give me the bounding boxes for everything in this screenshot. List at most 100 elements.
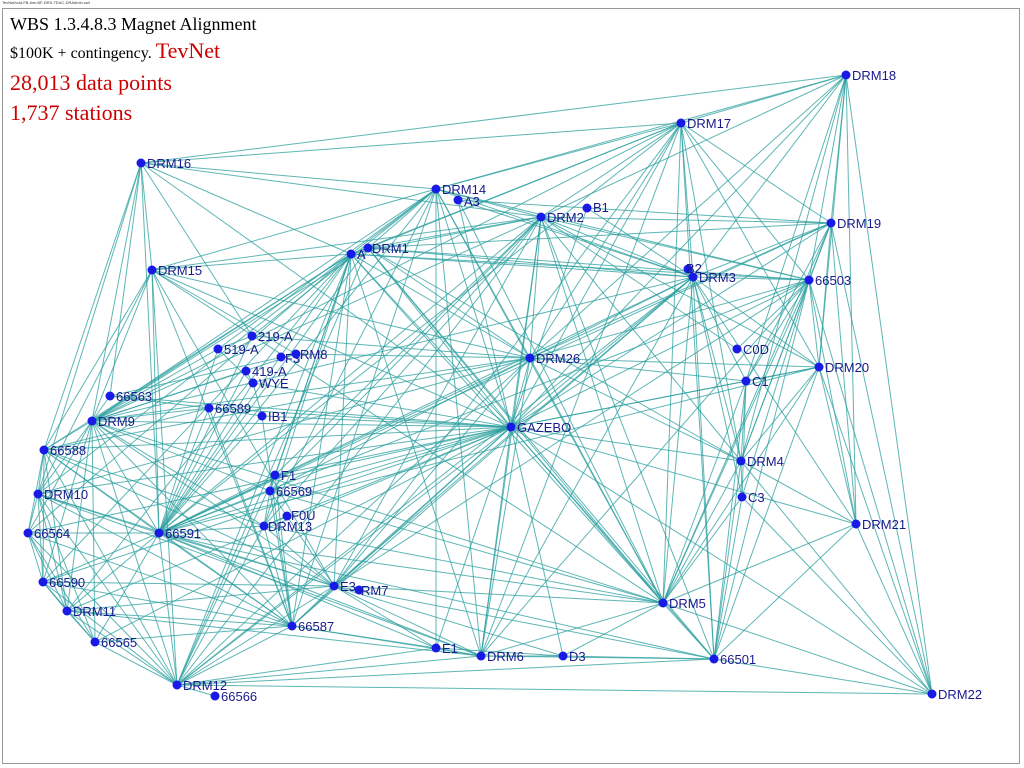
edge: [158, 532, 664, 604]
edge: [91, 269, 153, 422]
edge: [367, 122, 682, 249]
station-marker: [282, 511, 292, 521]
station-marker: [688, 272, 698, 282]
edge: [333, 585, 437, 649]
station-marker: [741, 376, 751, 386]
edge: [291, 276, 694, 627]
edge: [37, 493, 96, 643]
station-marker: [257, 411, 267, 421]
station-label: C3: [748, 490, 765, 505]
edge: [91, 420, 160, 534]
station-marker: [265, 486, 275, 496]
station-marker: [39, 445, 49, 455]
station-node-drm26: DRM26: [525, 351, 580, 366]
edge: [269, 357, 531, 492]
station-node-a: A: [346, 247, 366, 262]
edge: [263, 426, 512, 527]
stations-count: 1,737 stations: [10, 100, 133, 125]
station-node-drm5: DRM5: [658, 596, 706, 611]
edge: [66, 532, 160, 612]
edge: [740, 460, 743, 498]
edge: [808, 279, 820, 368]
station-node-drm16: DRM16: [136, 156, 191, 171]
edge: [91, 276, 694, 422]
station-node-wye: WYE: [248, 376, 289, 391]
edge: [680, 122, 810, 281]
edge: [176, 655, 482, 686]
station-label: DRM2: [547, 210, 584, 225]
station-node-b2: B2: [683, 261, 702, 276]
station-marker: [204, 403, 214, 413]
slide-frame: [2, 8, 1020, 764]
edge: [66, 610, 178, 686]
edge: [274, 216, 542, 476]
tevnet-label: TevNet: [155, 38, 221, 63]
file-caption: TevNet/cdd-FB-line-BF-DRS-TEAC-DRAdmin.c…: [2, 0, 90, 5]
station-marker: [841, 70, 851, 80]
station-label: 66501: [720, 652, 756, 667]
edge: [350, 253, 512, 428]
edge: [176, 647, 437, 686]
station-label: DRM15: [158, 263, 202, 278]
edge: [269, 490, 664, 604]
edge: [529, 357, 742, 462]
edge: [176, 474, 276, 686]
station-node-66569: 66569: [265, 484, 312, 499]
edge: [740, 460, 933, 695]
station-label: RM7: [361, 583, 388, 598]
edge: [510, 357, 531, 428]
station-node-drm6: DRM6: [476, 649, 524, 664]
edge: [176, 247, 369, 686]
edge: [158, 415, 263, 534]
station-marker: [38, 577, 48, 587]
station-node-drm13: DRM13: [259, 519, 312, 534]
station-node-66587: 66587: [287, 619, 334, 634]
edge: [27, 532, 44, 583]
edge: [66, 610, 482, 657]
edge: [37, 493, 178, 686]
edge: [510, 207, 588, 428]
station-label: 66503: [815, 273, 851, 288]
edge: [151, 269, 512, 428]
edge: [855, 523, 933, 695]
edge: [158, 335, 253, 534]
edge: [176, 253, 352, 686]
edge: [333, 279, 810, 587]
station-label: DRM17: [687, 116, 731, 131]
station-node-d3: D3: [558, 649, 586, 664]
station-marker: [525, 353, 535, 363]
edge: [263, 525, 664, 604]
station-node-f0u: F0U: [282, 508, 316, 523]
station-node-drm10: DRM10: [33, 487, 88, 502]
edge: [66, 610, 96, 643]
edge: [510, 426, 715, 660]
edge: [808, 74, 847, 281]
edge: [510, 279, 810, 428]
station-node-219-a: 219-A: [247, 329, 293, 344]
edge: [662, 496, 743, 604]
data-points-count: 28,013 data points: [10, 70, 172, 95]
edge: [261, 415, 293, 627]
station-label: 519-A: [224, 342, 259, 357]
edge: [350, 253, 694, 278]
edge: [91, 353, 297, 422]
station-label: DRM18: [852, 68, 896, 83]
edge: [367, 247, 694, 278]
edge: [91, 247, 369, 422]
station-label: DRM16: [147, 156, 191, 171]
edge: [713, 279, 810, 660]
edge: [208, 407, 293, 627]
edge: [27, 532, 96, 643]
edge: [42, 581, 178, 686]
edge: [457, 199, 694, 278]
station-marker: [270, 470, 280, 480]
station-label: DRM22: [938, 687, 982, 702]
station-node-gazebo: GAZEBO: [506, 420, 571, 435]
edge: [291, 625, 482, 657]
edge: [263, 525, 293, 627]
station-label: DRM4: [747, 454, 784, 469]
station-label: C0D: [743, 342, 769, 357]
title-block: WBS 1.3.4.8.3 Magnet Alignment $100K + c…: [10, 12, 257, 128]
edge: [457, 199, 664, 604]
station-marker: [431, 643, 441, 653]
